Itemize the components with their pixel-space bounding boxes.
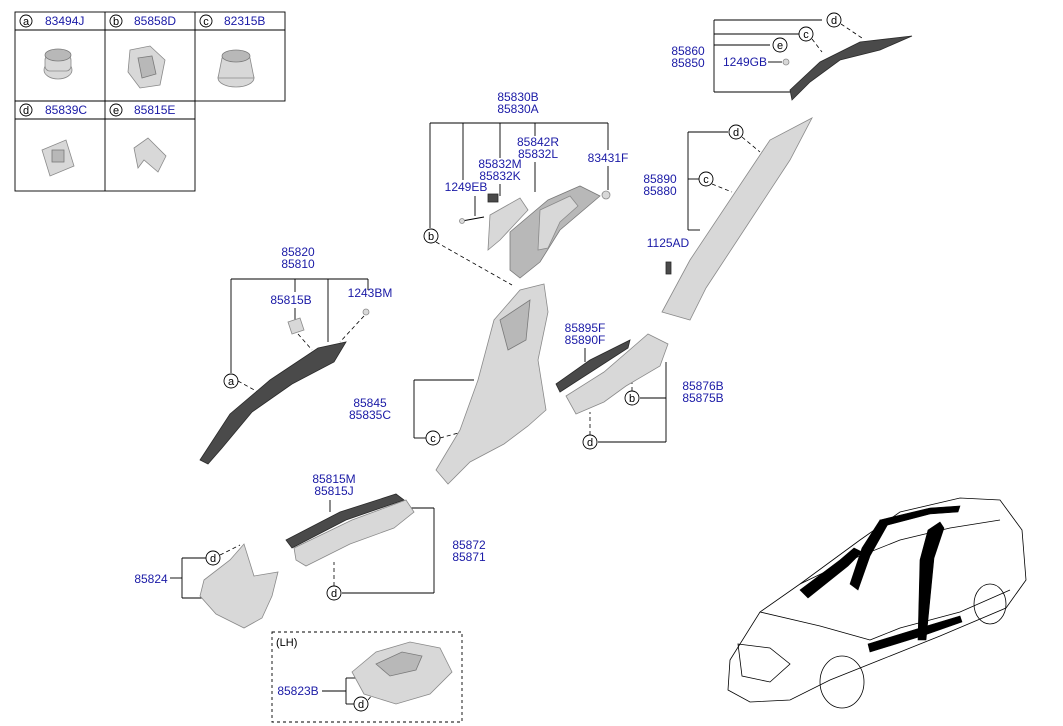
rear-upper-group: d c e 85860 85850 1249GB <box>671 12 913 101</box>
label-85860: 85860 <box>671 44 705 58</box>
callout-d-roof <box>826 12 842 28</box>
lh-panel-group: (LH) 85823B d <box>271 631 463 723</box>
legend-letter-e: e <box>113 105 119 117</box>
label-85823B: 85823B <box>277 684 318 698</box>
car-roof-highlight <box>879 505 961 527</box>
clip-85815E-icon <box>133 137 167 173</box>
label-83431F: 83431F <box>588 151 629 165</box>
svg-text:d: d <box>831 15 837 27</box>
legend-letter-b: b <box>113 16 119 28</box>
legend-part-e: 85815E <box>134 103 175 117</box>
legend-part-b: 85858D <box>134 14 176 28</box>
legend-letter-c: c <box>203 16 209 28</box>
svg-text:a: a <box>228 376 235 388</box>
legend-part-d: 85839C <box>45 103 87 117</box>
legend-letter-d: d <box>23 105 29 117</box>
front-scuff-insert-part <box>285 493 405 549</box>
label-85880: 85880 <box>643 184 677 198</box>
front-scuff-group: 85815M 85815J d 85872 85871 <box>285 472 486 601</box>
label-85872: 85872 <box>452 538 486 552</box>
label-85832M: 85832M <box>478 157 521 171</box>
label-85845: 85845 <box>353 396 387 410</box>
label-1125AD: 1125AD <box>647 236 690 250</box>
callout-d-cpillar <box>728 124 744 140</box>
label-85890F: 85890F <box>565 333 606 347</box>
callout-d-cowl-top <box>205 550 221 566</box>
rear-scuff-insert-part <box>555 339 631 393</box>
label-85842R: 85842R <box>517 135 559 149</box>
callout-e-roof <box>772 37 788 53</box>
car-illustration <box>727 497 1027 709</box>
clip-85839C-icon <box>41 139 75 177</box>
a-pillar-trim-part <box>199 341 347 465</box>
svg-text:b: b <box>629 393 635 405</box>
car-a-pillar-highlight <box>799 547 863 599</box>
legend-cell-b: b 85858D <box>109 14 176 89</box>
car-c-pillar-highlight <box>917 521 945 641</box>
callout-c-roof <box>798 26 814 42</box>
svg-text:d: d <box>587 437 593 449</box>
b-pillar-upper-group: 85830B 85830A 85842R 85832L 85832M 85832… <box>423 90 629 286</box>
label-85815M: 85815M <box>312 472 355 486</box>
label-1249EB: 1249EB <box>445 180 488 194</box>
legend-letter-a: a <box>23 16 30 28</box>
legend-table: a 83494J b 85858D c 82315B <box>14 11 286 192</box>
label-85824: 85824 <box>134 572 168 586</box>
callout-d-lh <box>353 696 369 712</box>
svg-text:e: e <box>777 40 783 52</box>
c-pillar-group: d c 85890 85880 1125AD <box>643 117 813 321</box>
rear-pillar-upper-trim-part <box>789 35 913 101</box>
legend-cell-a: a 83494J <box>19 14 84 80</box>
svg-text:b: b <box>428 231 434 243</box>
b-pillar-upper-trim-part <box>459 185 611 279</box>
legend-part-c: 82315B <box>224 14 265 28</box>
svg-text:d: d <box>210 553 216 565</box>
label-85832L: 85832L <box>518 147 558 161</box>
svg-text:c: c <box>703 174 709 186</box>
svg-text:c: c <box>430 433 436 445</box>
label-85835C: 85835C <box>349 408 391 422</box>
clip-85858D-icon <box>127 45 166 89</box>
label-1243BM: 1243BM <box>348 286 393 300</box>
label-85830B: 85830B <box>497 90 538 104</box>
clip-83494J-icon <box>43 48 73 80</box>
legend-cell-c: c 82315B <box>199 14 265 88</box>
label-85820: 85820 <box>281 245 315 259</box>
svg-text:c: c <box>803 29 809 41</box>
a-pillar-group: 85820 85810 85815B 1243BM a <box>199 245 393 465</box>
label-85815B: 85815B <box>270 293 311 307</box>
label-85871: 85871 <box>452 550 486 564</box>
label-85850: 85850 <box>671 56 705 70</box>
svg-text:d: d <box>733 127 739 139</box>
legend-cell-e: e 85815E <box>109 103 175 173</box>
legend-part-a: 83494J <box>45 14 84 28</box>
label-85875B: 85875B <box>682 391 723 405</box>
label-85810: 85810 <box>281 257 315 271</box>
svg-text:d: d <box>331 588 337 600</box>
svg-text:d: d <box>358 699 364 711</box>
b-pillar-lower-trim-part <box>435 283 549 485</box>
label-85815J: 85815J <box>314 484 353 498</box>
label-85895F: 85895F <box>565 321 606 335</box>
car-sill-highlight <box>867 615 963 653</box>
legend-cell-d: d 85839C <box>19 103 87 177</box>
cowl-side-group: 85824 d d <box>134 543 279 629</box>
clip-82315B-icon <box>217 49 255 88</box>
label-1249GB: 1249GB <box>723 55 767 69</box>
lh-label: (LH) <box>276 637 297 649</box>
label-85876B: 85876B <box>682 379 723 393</box>
label-85830A: 85830A <box>497 102 538 116</box>
callout-b-upper <box>423 228 439 244</box>
front-scuff-trim-part <box>293 499 415 567</box>
b-pillar-lower-group: 85845 85835C c <box>349 283 549 485</box>
rear-scuff-trim-part <box>565 333 669 415</box>
label-85832K: 85832K <box>479 169 520 183</box>
c-pillar-trim-part <box>661 117 813 321</box>
cowl-side-trim-part <box>199 543 279 629</box>
label-85890: 85890 <box>643 172 677 186</box>
rear-scuff-group: 85895F 85890F b d 85876B 85875B <box>555 321 724 450</box>
